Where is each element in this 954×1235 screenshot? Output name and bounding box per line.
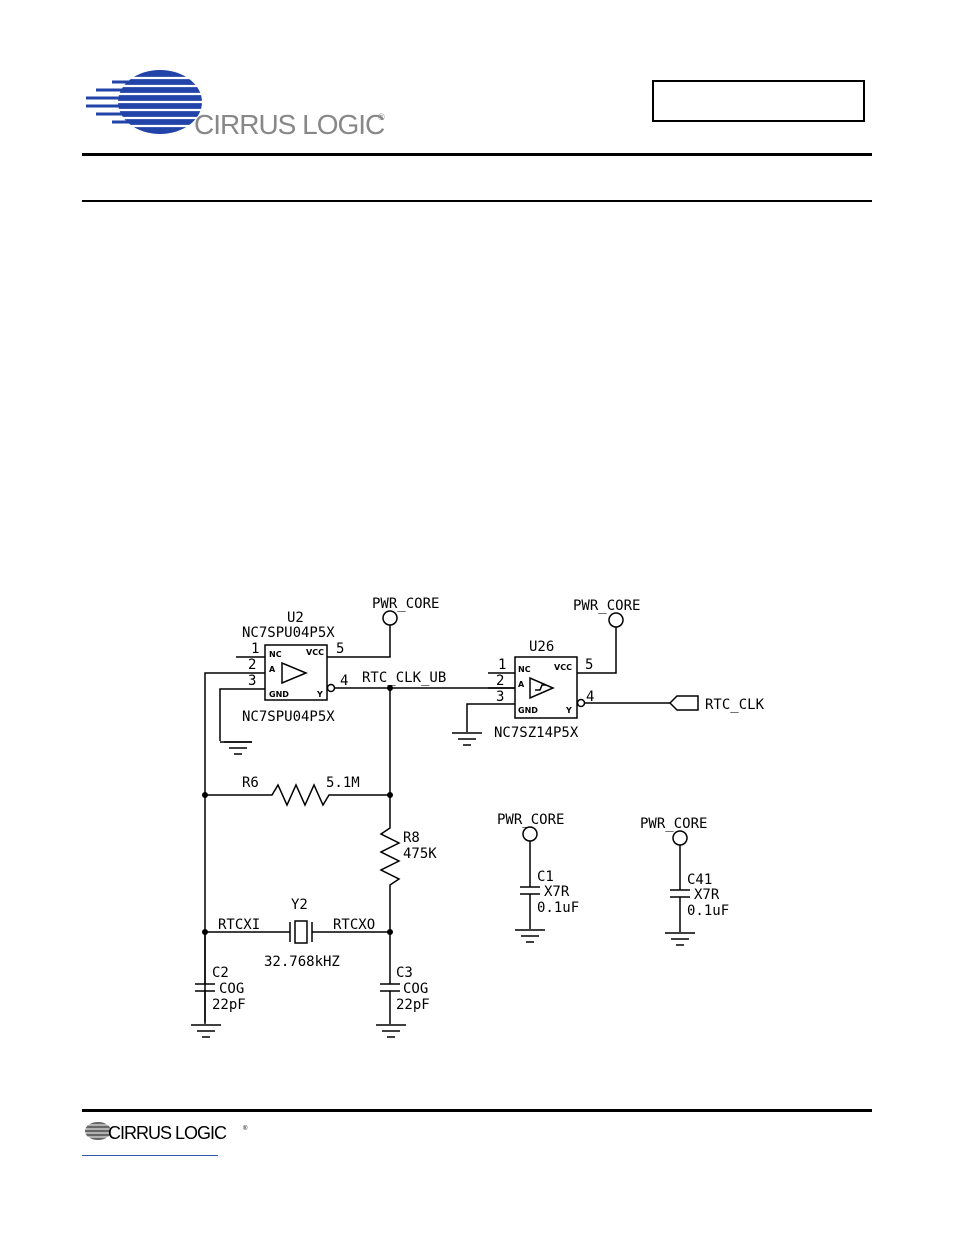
ground-symbol-icon	[376, 1025, 406, 1037]
schmitt-trigger-icon	[535, 685, 546, 690]
footer-link-underline[interactable]	[82, 1155, 218, 1156]
capacitor-c3: C3 COG 22pF	[380, 932, 430, 1024]
u26-part: NC7SZ14P5X	[494, 725, 579, 741]
c1-ref: C1	[537, 869, 554, 885]
net-rtc-clk: RTC_CLK	[705, 697, 765, 713]
power-port-icon	[523, 827, 537, 841]
capacitor-c41: PWR_CORE C41 X7R 0.1uF	[640, 816, 729, 932]
ground-symbol-icon	[515, 930, 545, 942]
c41-ref: C41	[687, 872, 712, 888]
resistor-icon	[381, 795, 399, 932]
output-port-icon	[670, 696, 698, 710]
u26-pin-1: 1	[498, 657, 506, 673]
ground-symbol-icon	[191, 1025, 221, 1037]
resistor-icon	[205, 785, 390, 805]
pwr-core-u2-label: PWR_CORE	[372, 596, 439, 612]
c3-value: 22pF	[396, 997, 430, 1013]
u2-pin-3: 3	[248, 673, 256, 689]
u26-pin-label-vcc: VCC	[554, 663, 572, 672]
u2-pin-5: 5	[336, 641, 344, 657]
u2-pin-4: 4	[340, 673, 348, 689]
c2-value: 22pF	[212, 997, 246, 1013]
pwr-core-u2: PWR_CORE	[372, 596, 439, 625]
u26-pin-5: 5	[585, 657, 593, 673]
r8-ref: R8	[403, 830, 420, 846]
power-port-icon	[673, 831, 687, 845]
c3-dielectric: COG	[403, 981, 428, 997]
power-port-icon	[609, 613, 623, 627]
u2-pin-label-a: A	[269, 665, 276, 674]
u2-part-top: NC7SPU04P5X	[242, 625, 335, 641]
ground-symbol-icon	[452, 733, 482, 745]
r6-ref: R6	[242, 775, 259, 791]
u2-part-bottom: NC7SPU04P5X	[242, 709, 335, 725]
u2-pin-label-vcc: VCC	[306, 648, 324, 657]
c3-ref: C3	[396, 965, 413, 981]
r8-value: 475K	[403, 846, 437, 862]
u26-pin-label-nc: NC	[518, 665, 531, 674]
u26-pin-label-gnd: GND	[518, 706, 538, 715]
u2-buffer-symbol	[282, 663, 306, 683]
cirrus-logic-footer-logo: CIRRUS LOGIC ®	[78, 1120, 258, 1144]
u26-pin-3: 3	[496, 689, 504, 705]
u2-pin-label-nc: NC	[269, 650, 282, 659]
u2-pin-label-y: Y	[316, 690, 323, 699]
crystal-y2: Y2 32.768kHZ RTCXI RTCXO	[205, 897, 390, 970]
y2-ref: Y2	[291, 897, 308, 913]
u2-pin-2: 2	[248, 657, 256, 673]
u26-pin-label-y: Y	[565, 706, 572, 715]
resistor-r6: R6 5.1M	[205, 775, 390, 805]
u26-ref: U26	[529, 639, 554, 655]
logo-swoosh-icon	[78, 1122, 112, 1140]
u2-ref: U2	[287, 610, 304, 626]
r6-value: 5.1M	[326, 775, 360, 791]
u26-buffer: U26 NC7SZ14P5X NC A GND VCC Y 1 2 3 4 5	[467, 627, 670, 741]
c41-value: 0.1uF	[687, 903, 729, 919]
u2-inversion-bubble	[328, 685, 335, 692]
footer-logo-registered-mark: ®	[243, 1125, 248, 1132]
net-rtc-clk-ub: RTC_CLK_UB	[362, 670, 446, 686]
net-rtcxi: RTCXI	[218, 917, 260, 933]
pwr-core-u26: PWR_CORE	[573, 598, 640, 627]
c1-dielectric: X7R	[544, 884, 570, 900]
y2-value: 32.768kHZ	[264, 954, 340, 970]
rtc-clk-port: RTC_CLK	[670, 696, 765, 713]
u26-pin-label-a: A	[518, 680, 525, 689]
ground-symbol-icon	[220, 742, 252, 754]
net-rtcxo: RTCXO	[333, 917, 375, 933]
pwr-core-u26-label: PWR_CORE	[573, 598, 640, 614]
ground-symbol-icon	[665, 933, 695, 945]
crystal-icon	[295, 921, 307, 943]
resistor-r8: R8 475K	[381, 795, 437, 932]
u26-inversion-bubble	[578, 700, 585, 707]
c2-dielectric: COG	[219, 981, 244, 997]
u2-pin-1: 1	[251, 641, 259, 657]
footer-logo-wordmark: CIRRUS LOGIC	[108, 1123, 227, 1143]
pwr-core-c41-label: PWR_CORE	[640, 816, 707, 832]
capacitor-c1: PWR_CORE C1 X7R 0.1uF	[497, 812, 579, 929]
u26-pin-2: 2	[496, 673, 504, 689]
power-port-icon	[383, 611, 397, 625]
c41-dielectric: X7R	[694, 887, 720, 903]
u2-pin-label-gnd: GND	[269, 690, 289, 699]
capacitor-c2: C2 COG 22pF	[195, 932, 246, 1024]
c1-value: 0.1uF	[537, 900, 579, 916]
pwr-core-c1-label: PWR_CORE	[497, 812, 564, 828]
c2-ref: C2	[212, 965, 229, 981]
